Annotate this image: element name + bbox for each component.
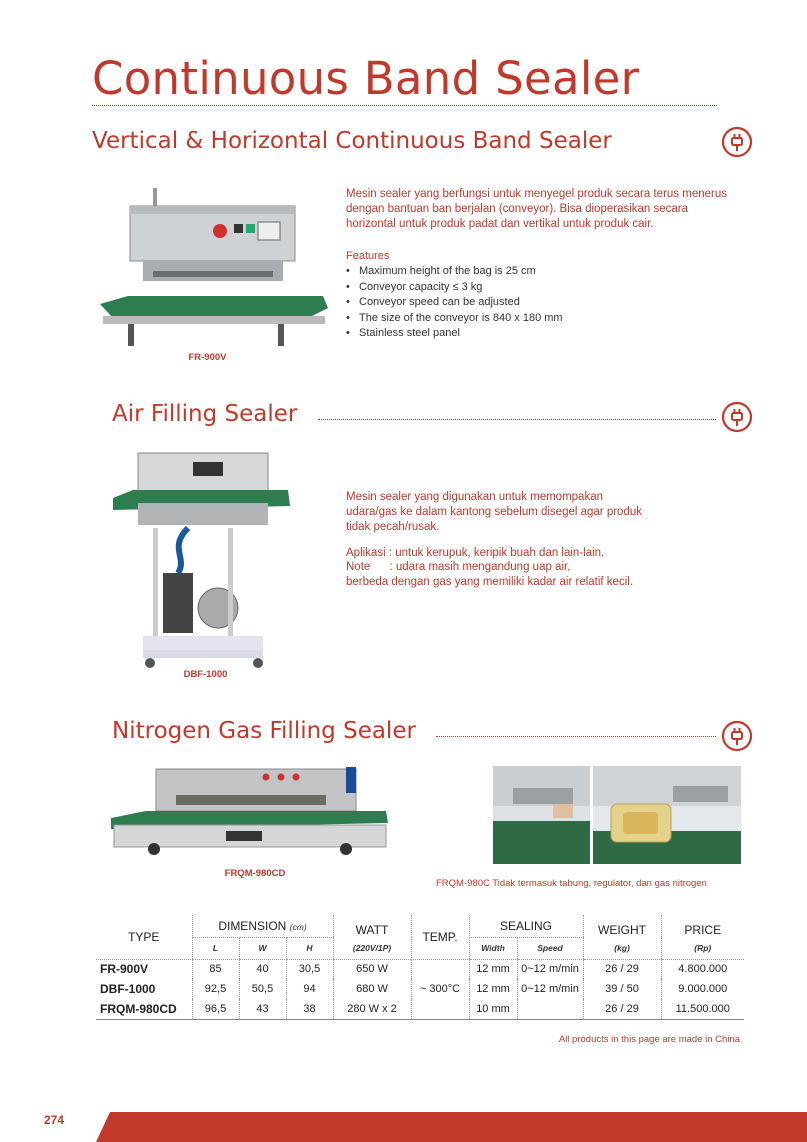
row-speed: 0~12 m/min: [516, 959, 583, 979]
header-price-unit: (Rp): [660, 937, 744, 960]
table-footnote: All products in this page are made in Ch…: [558, 1034, 740, 1045]
header-l: L: [191, 937, 239, 960]
row-h: 38: [285, 999, 333, 1019]
header-weight-unit: (kg): [582, 937, 661, 960]
row-watt: 680 W: [332, 979, 411, 999]
table-row: DBF-1000 92,5 50,5 94 680 W 12 mm 0~12 m…: [96, 979, 744, 999]
temp-value: ~ 300°C: [410, 959, 469, 1019]
header-dimension-label: DIMENSION: [218, 918, 287, 933]
frqm-980cd-machine-image: [111, 767, 388, 855]
features-list: Maximum height of the bag is 25 cm Conve…: [346, 264, 726, 342]
header-dimension: DIMENSION (cm): [191, 915, 333, 938]
feature-item: Conveyor speed can be adjusted: [346, 295, 726, 311]
plug-icon: [721, 126, 753, 158]
frqm-photo-note: FRQM-980C Tidak termasuk tabung, regulat…: [436, 878, 707, 889]
header-weight: WEIGHT: [582, 915, 661, 937]
plug-icon: [721, 401, 753, 433]
row-type: FRQM-980CD: [100, 1001, 177, 1016]
feature-item: Conveyor capacity ≤ 3 kg: [346, 280, 726, 296]
row-price: 9.000.000: [660, 979, 744, 999]
header-temp: TEMP.: [410, 915, 469, 960]
spec-table-container: TYPE DIMENSION (cm) WATT TEMP. SEALING W…: [96, 915, 744, 1020]
feature-item: Maximum height of the bag is 25 cm: [346, 264, 726, 280]
fr-900v-caption: FR-900V: [188, 352, 227, 363]
air-filling-note: Note : udara masih mengandung uap air,: [346, 561, 571, 573]
footer-bar: [96, 1112, 807, 1142]
section-divider: [318, 419, 716, 420]
row-price: 4.800.000: [660, 959, 744, 979]
row-l: 85: [191, 959, 239, 979]
row-width: 12 mm: [468, 959, 517, 979]
header-h: H: [285, 937, 333, 960]
header-width: Width: [468, 937, 517, 960]
row-width: 12 mm: [468, 979, 517, 999]
air-filling-application: Aplikasi : untuk kerupuk, keripik buah d…: [346, 547, 605, 559]
table-row: FR-900V 85 40 30,5 650 W ~ 300°C 12 mm 0…: [96, 959, 744, 1019]
section-title-air-filling: Air Filling Sealer: [112, 401, 298, 427]
feature-item: Stainless steel panel: [346, 326, 726, 342]
row-weight: 26 / 29: [582, 999, 661, 1019]
table-row: FRQM-980CD 96,5 43 38 280 W x 2 10 mm 26…: [96, 999, 744, 1019]
row-w: 43: [238, 999, 286, 1019]
row-width: 10 mm: [468, 999, 517, 1019]
feature-item: The size of the conveyor is 840 x 180 mm: [346, 311, 726, 327]
dbf-1000-caption: DBF-1000: [183, 669, 228, 680]
row-watt: 650 W: [332, 959, 411, 979]
header-watt: WATT: [332, 915, 411, 937]
row-l: 96,5: [191, 999, 239, 1019]
row-weight: 39 / 50: [582, 979, 661, 999]
header-w: W: [238, 937, 286, 960]
nitrogen-sealer-usage-photos: [493, 766, 741, 864]
vertical-sealer-description: Mesin sealer yang berfungsi untuk menyeg…: [346, 188, 727, 230]
row-type: DBF-1000: [100, 982, 156, 996]
header-dimension-unit: (cm): [289, 921, 307, 932]
row-speed: [516, 999, 583, 1019]
plug-icon: [721, 720, 753, 752]
page-number: 274: [44, 1113, 65, 1127]
section-divider: [436, 736, 716, 737]
header-sealing: SEALING: [468, 915, 583, 938]
air-filling-note-continued: berbeda dengan gas yang memiliki kadar a…: [346, 576, 634, 588]
title-divider: [92, 105, 717, 106]
dbf-1000-machine-image: [113, 452, 290, 668]
row-w: 40: [238, 959, 286, 979]
row-type: FR-900V: [100, 962, 149, 977]
fr-900v-machine-image: [100, 188, 328, 346]
section-title-nitrogen: Nitrogen Gas Filling Sealer: [112, 718, 416, 744]
page-title: Continuous Band Sealer: [92, 52, 640, 105]
header-type: TYPE: [96, 915, 192, 960]
frqm-980cd-caption: FRQM-980CD: [224, 868, 286, 879]
section-title-vertical-horizontal: Vertical & Horizontal Continuous Band Se…: [92, 128, 612, 154]
header-speed: Speed: [516, 937, 583, 960]
air-filling-description: Mesin sealer yang digunakan untuk memomp…: [346, 491, 642, 533]
row-weight: 26 / 29: [582, 959, 661, 979]
row-h: 30,5: [285, 959, 333, 979]
row-speed: 0~12 m/min: [516, 979, 583, 999]
header-watt-unit: (220V/1P): [332, 937, 411, 960]
row-w: 50,5: [238, 979, 286, 999]
row-h: 94: [285, 979, 333, 999]
row-watt: 280 W x 2: [332, 999, 411, 1019]
header-price: PRICE: [660, 915, 744, 937]
row-l: 92,5: [191, 979, 239, 999]
row-price: 11.500.000: [660, 999, 744, 1019]
features-label: Features: [346, 250, 390, 262]
spec-table: TYPE DIMENSION (cm) WATT TEMP. SEALING W…: [96, 915, 744, 1020]
